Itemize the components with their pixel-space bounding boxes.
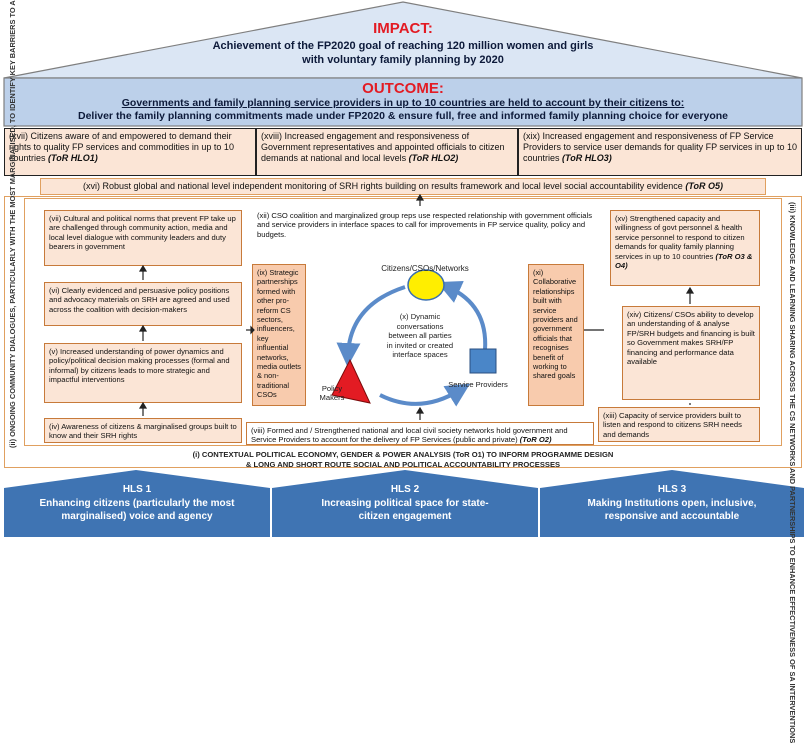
box-xi: (xi) Collaborative relationships built w…	[528, 264, 584, 406]
hlo-3-tag: (ToR HLO3)	[562, 153, 612, 163]
impact-title: IMPACT:	[373, 20, 433, 37]
citizens-label: Citizens/CSOs/Networks	[381, 264, 469, 273]
outcome-line-1: Governments and family planning service …	[121, 97, 685, 109]
box-xiv: (xiv) Citizens/ CSOs ability to develop …	[622, 306, 760, 400]
hlo-box-2: (xviii) Increased engagement and respons…	[256, 128, 518, 176]
hls-2-text: Increasing political space for state-cit…	[321, 498, 489, 522]
policy-makers-label: Policy Makers	[319, 384, 345, 402]
box-xiii: (xiii) Capacity of service providers bui…	[598, 407, 760, 442]
monitoring-text: (xvi) Robust global and national level i…	[82, 181, 683, 191]
cycle-diagram	[331, 269, 497, 407]
box-viii-tag: (ToR O2)	[519, 435, 552, 445]
box-ix: (ix) Strategic partnerships formed with …	[252, 264, 306, 406]
dynamic-conversations-text: (x) Dynamic conversations between all pa…	[386, 312, 454, 360]
hlo-1-tag: (ToR HLO1)	[48, 153, 98, 163]
hlo-box-3: (xix) Increased engagement and responsiv…	[518, 128, 802, 176]
box-v: (v) Increased understanding of power dyn…	[44, 343, 242, 403]
monitoring-tag: (ToR O5)	[685, 181, 724, 191]
hlo-3-text: (xix) Increased engagement and responsiv…	[523, 131, 797, 163]
hls-3-title: HLS 3	[657, 484, 687, 495]
box-iv: (iv) Awareness of citizens & marginalise…	[44, 418, 242, 443]
outcome-line-2: Deliver the family planning commitments …	[78, 110, 728, 122]
inner-frame	[24, 198, 782, 446]
box-xv-tag: (ToR O3 & O4)	[615, 251, 753, 271]
policy-triangle	[331, 358, 371, 404]
service-square	[469, 348, 497, 374]
context-line-2: & LONG AND SHORT ROUTE SOCIAL AND POLITI…	[245, 460, 561, 469]
side-right-text: (iii) KNOWLEDGE AND LEARNING SHARING ACR…	[788, 202, 797, 743]
service-providers-label: Service Providers	[448, 380, 508, 389]
hls-1-text: Enhancing citizens (particularly the mos…	[39, 498, 235, 522]
hlo-2-tag: (ToR HLO2)	[408, 153, 459, 163]
box-vii: (vii) Cultural and political norms that …	[44, 210, 242, 266]
hlo-2-text: (xviii) Increased engagement and respons…	[261, 131, 505, 163]
hls-2-title: HLS 2	[390, 484, 420, 495]
box-viii: (viii) Formed and / Strengthened nationa…	[246, 422, 594, 445]
box-viii-text: (viii) Formed and / Strengthened nationa…	[251, 426, 568, 445]
arrow-policy-to-service	[379, 383, 471, 407]
citizens-circle	[407, 269, 445, 301]
box-xv-text: (xv) Strengthened capacity and willingne…	[615, 214, 745, 261]
box-xv: (xv) Strengthened capacity and willingne…	[610, 210, 760, 286]
impact-line-1: Achievement of the FP2020 goal of reachi…	[212, 40, 594, 52]
outcome-title: OUTCOME:	[362, 80, 444, 97]
outer-frame	[4, 196, 802, 468]
hlo-box-1: (xvii) Citizens aware of and empowered t…	[4, 128, 256, 176]
context-line-1: (i) CONTEXTUAL POLITICAL ECONOMY, GENDER…	[192, 450, 614, 459]
side-left-text: (ii) ONGOING COMMUNITY DIALOGUES, PARTIC…	[8, 0, 17, 448]
box-vi: (vi) Clearly evidenced and persuasive po…	[44, 282, 242, 326]
arrow-citizens-to-policy	[336, 285, 406, 367]
impact-line-2: with voluntary family planning by 2020	[302, 54, 504, 66]
arrow-service-to-citizens	[437, 280, 488, 351]
roof-background	[3, 1, 804, 537]
monitoring-bar: (xvi) Robust global and national level i…	[40, 178, 766, 195]
hls-1-title: HLS 1	[122, 484, 152, 495]
box-xii: (xii) CSO coalition and marginalized gro…	[252, 207, 598, 243]
hls-3-text: Making Institutions open, inclusive, res…	[587, 498, 757, 522]
hlo-1-text: (xvii) Citizens aware of and empowered t…	[9, 131, 234, 163]
